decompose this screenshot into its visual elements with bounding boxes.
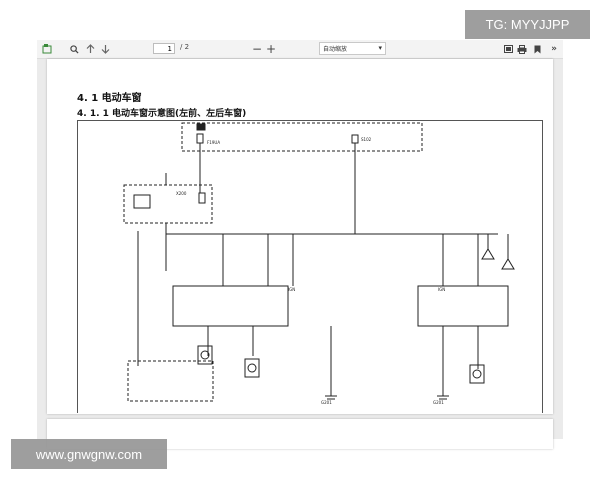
document-viewer[interactable]: 4. 1 电动车窗 4. 1. 1 电动车窗示意图(左前、左后车窗) xyxy=(37,59,563,449)
svg-text:IGN: IGN xyxy=(438,287,445,292)
zoom-select-label: 自动缩放 xyxy=(323,46,348,53)
pdf-page-1: 4. 1 电动车窗 4. 1. 1 电动车窗示意图(左前、左后车窗) xyxy=(47,59,553,414)
presentation-icon[interactable] xyxy=(502,40,514,58)
section-heading: 4. 1 电动车窗 xyxy=(77,93,142,104)
zoom-out-icon[interactable]: − xyxy=(251,42,263,56)
svg-text:F19UA: F19UA xyxy=(207,140,220,145)
svg-text:G201: G201 xyxy=(321,400,332,405)
print-icon[interactable] xyxy=(515,40,529,58)
sidebar-toggle-icon[interactable] xyxy=(39,40,55,58)
watermark-bottom-left: www.gnwgnw.com xyxy=(11,439,167,469)
svg-text:G201: G201 xyxy=(433,400,444,405)
section-subheading: 4. 1. 1 电动车窗示意图(左前、左后车窗) xyxy=(77,109,247,119)
zoom-select[interactable]: 自动缩放 ▾ xyxy=(319,42,386,55)
zoom-in-icon[interactable]: + xyxy=(265,42,277,56)
page-total-label: / 2 xyxy=(180,43,190,51)
svg-text:IGN: IGN xyxy=(288,287,295,292)
svg-text:X200: X200 xyxy=(176,191,187,196)
page-number-input[interactable] xyxy=(153,43,175,54)
more-tools-icon[interactable]: » xyxy=(551,44,557,54)
pdf-toolbar: / 2 − + 自动缩放 ▾ » xyxy=(37,40,563,59)
bookmark-icon[interactable] xyxy=(531,40,543,58)
search-icon[interactable] xyxy=(68,40,80,58)
wiring-diagram-frame: F19UA S102 X200 IGN IGN G201 G201 xyxy=(77,120,543,413)
chevron-down-icon: ▾ xyxy=(378,44,382,52)
svg-text:S102: S102 xyxy=(361,137,372,142)
wiring-diagram: F19UA S102 X200 IGN IGN G201 G201 xyxy=(123,122,515,405)
watermark-top-right: TG: MYYJJPP xyxy=(465,10,590,39)
arrow-down-icon[interactable] xyxy=(99,40,111,58)
arrow-up-icon[interactable] xyxy=(84,40,96,58)
